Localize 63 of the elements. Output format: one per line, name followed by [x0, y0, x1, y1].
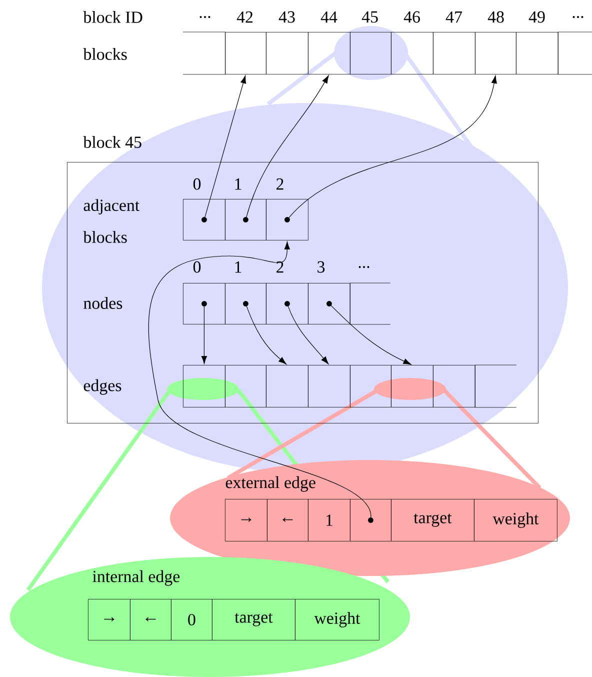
array-cell — [350, 32, 392, 74]
index-label: 2 — [276, 261, 284, 273]
array-cell — [183, 365, 226, 408]
arrow — [288, 75, 497, 218]
frame-heading: block 45 — [83, 136, 142, 148]
index-label: 46 — [404, 11, 420, 23]
arrow — [148, 241, 372, 518]
arrow — [330, 305, 412, 365]
index-label: 42 — [236, 11, 253, 23]
array-cell — [225, 32, 266, 74]
field-cell: weight — [474, 499, 558, 542]
array-cell — [433, 32, 476, 74]
array-cell — [475, 32, 516, 74]
array-cell — [308, 365, 350, 408]
array-cell — [391, 365, 434, 408]
callout-heading: internal edge — [92, 570, 180, 586]
array-cell — [182, 32, 226, 75]
index-label: 3 — [318, 261, 325, 273]
array-cell — [225, 365, 266, 408]
index-label: ... — [200, 16, 210, 18]
array-cell — [391, 32, 434, 74]
field-cell: target — [212, 599, 296, 640]
index-label: 1 — [235, 261, 242, 273]
array-cell — [558, 32, 592, 75]
index-label: 49 — [528, 11, 545, 23]
field-cell: weight — [295, 599, 380, 640]
index-label: 45 — [362, 11, 378, 23]
arrow — [204, 75, 246, 218]
arrow — [246, 306, 286, 364]
array-cell — [266, 32, 308, 74]
arrow — [288, 306, 329, 364]
array-cell — [433, 365, 476, 408]
index-label: ... — [572, 16, 584, 18]
array-cell — [516, 32, 558, 74]
index-label: 2 — [276, 178, 284, 190]
field-cell: 0 — [171, 599, 212, 640]
array-cell — [350, 282, 391, 325]
field-cell: → — [88, 599, 130, 640]
row-label: nodes — [84, 297, 122, 309]
index-label: 48 — [488, 11, 504, 23]
arrow — [246, 75, 329, 218]
array-cell — [308, 32, 350, 74]
index-label: 1 — [235, 178, 242, 190]
index-label: 47 — [446, 11, 462, 23]
arrow — [201, 306, 207, 364]
row-label: block ID — [83, 11, 142, 23]
index-label: 43 — [278, 11, 295, 23]
field-cell: target — [391, 499, 474, 542]
array-cell — [474, 364, 517, 408]
index-label: 0 — [193, 261, 201, 273]
array-cell — [350, 365, 392, 408]
callout-heading: external edge — [226, 476, 316, 492]
field-cell: → — [225, 499, 268, 542]
index-label: 0 — [193, 178, 201, 190]
array-cell — [266, 365, 308, 408]
row-label: blocks — [83, 48, 127, 60]
field-cell: ← — [267, 499, 308, 542]
row-label: adjacent blocks — [83, 199, 140, 243]
index-label: 44 — [320, 11, 338, 23]
row-label: edges — [84, 379, 122, 395]
index-label: ... — [358, 266, 370, 268]
field-cell: 1 — [308, 499, 350, 542]
field-cell: ← — [130, 599, 172, 640]
